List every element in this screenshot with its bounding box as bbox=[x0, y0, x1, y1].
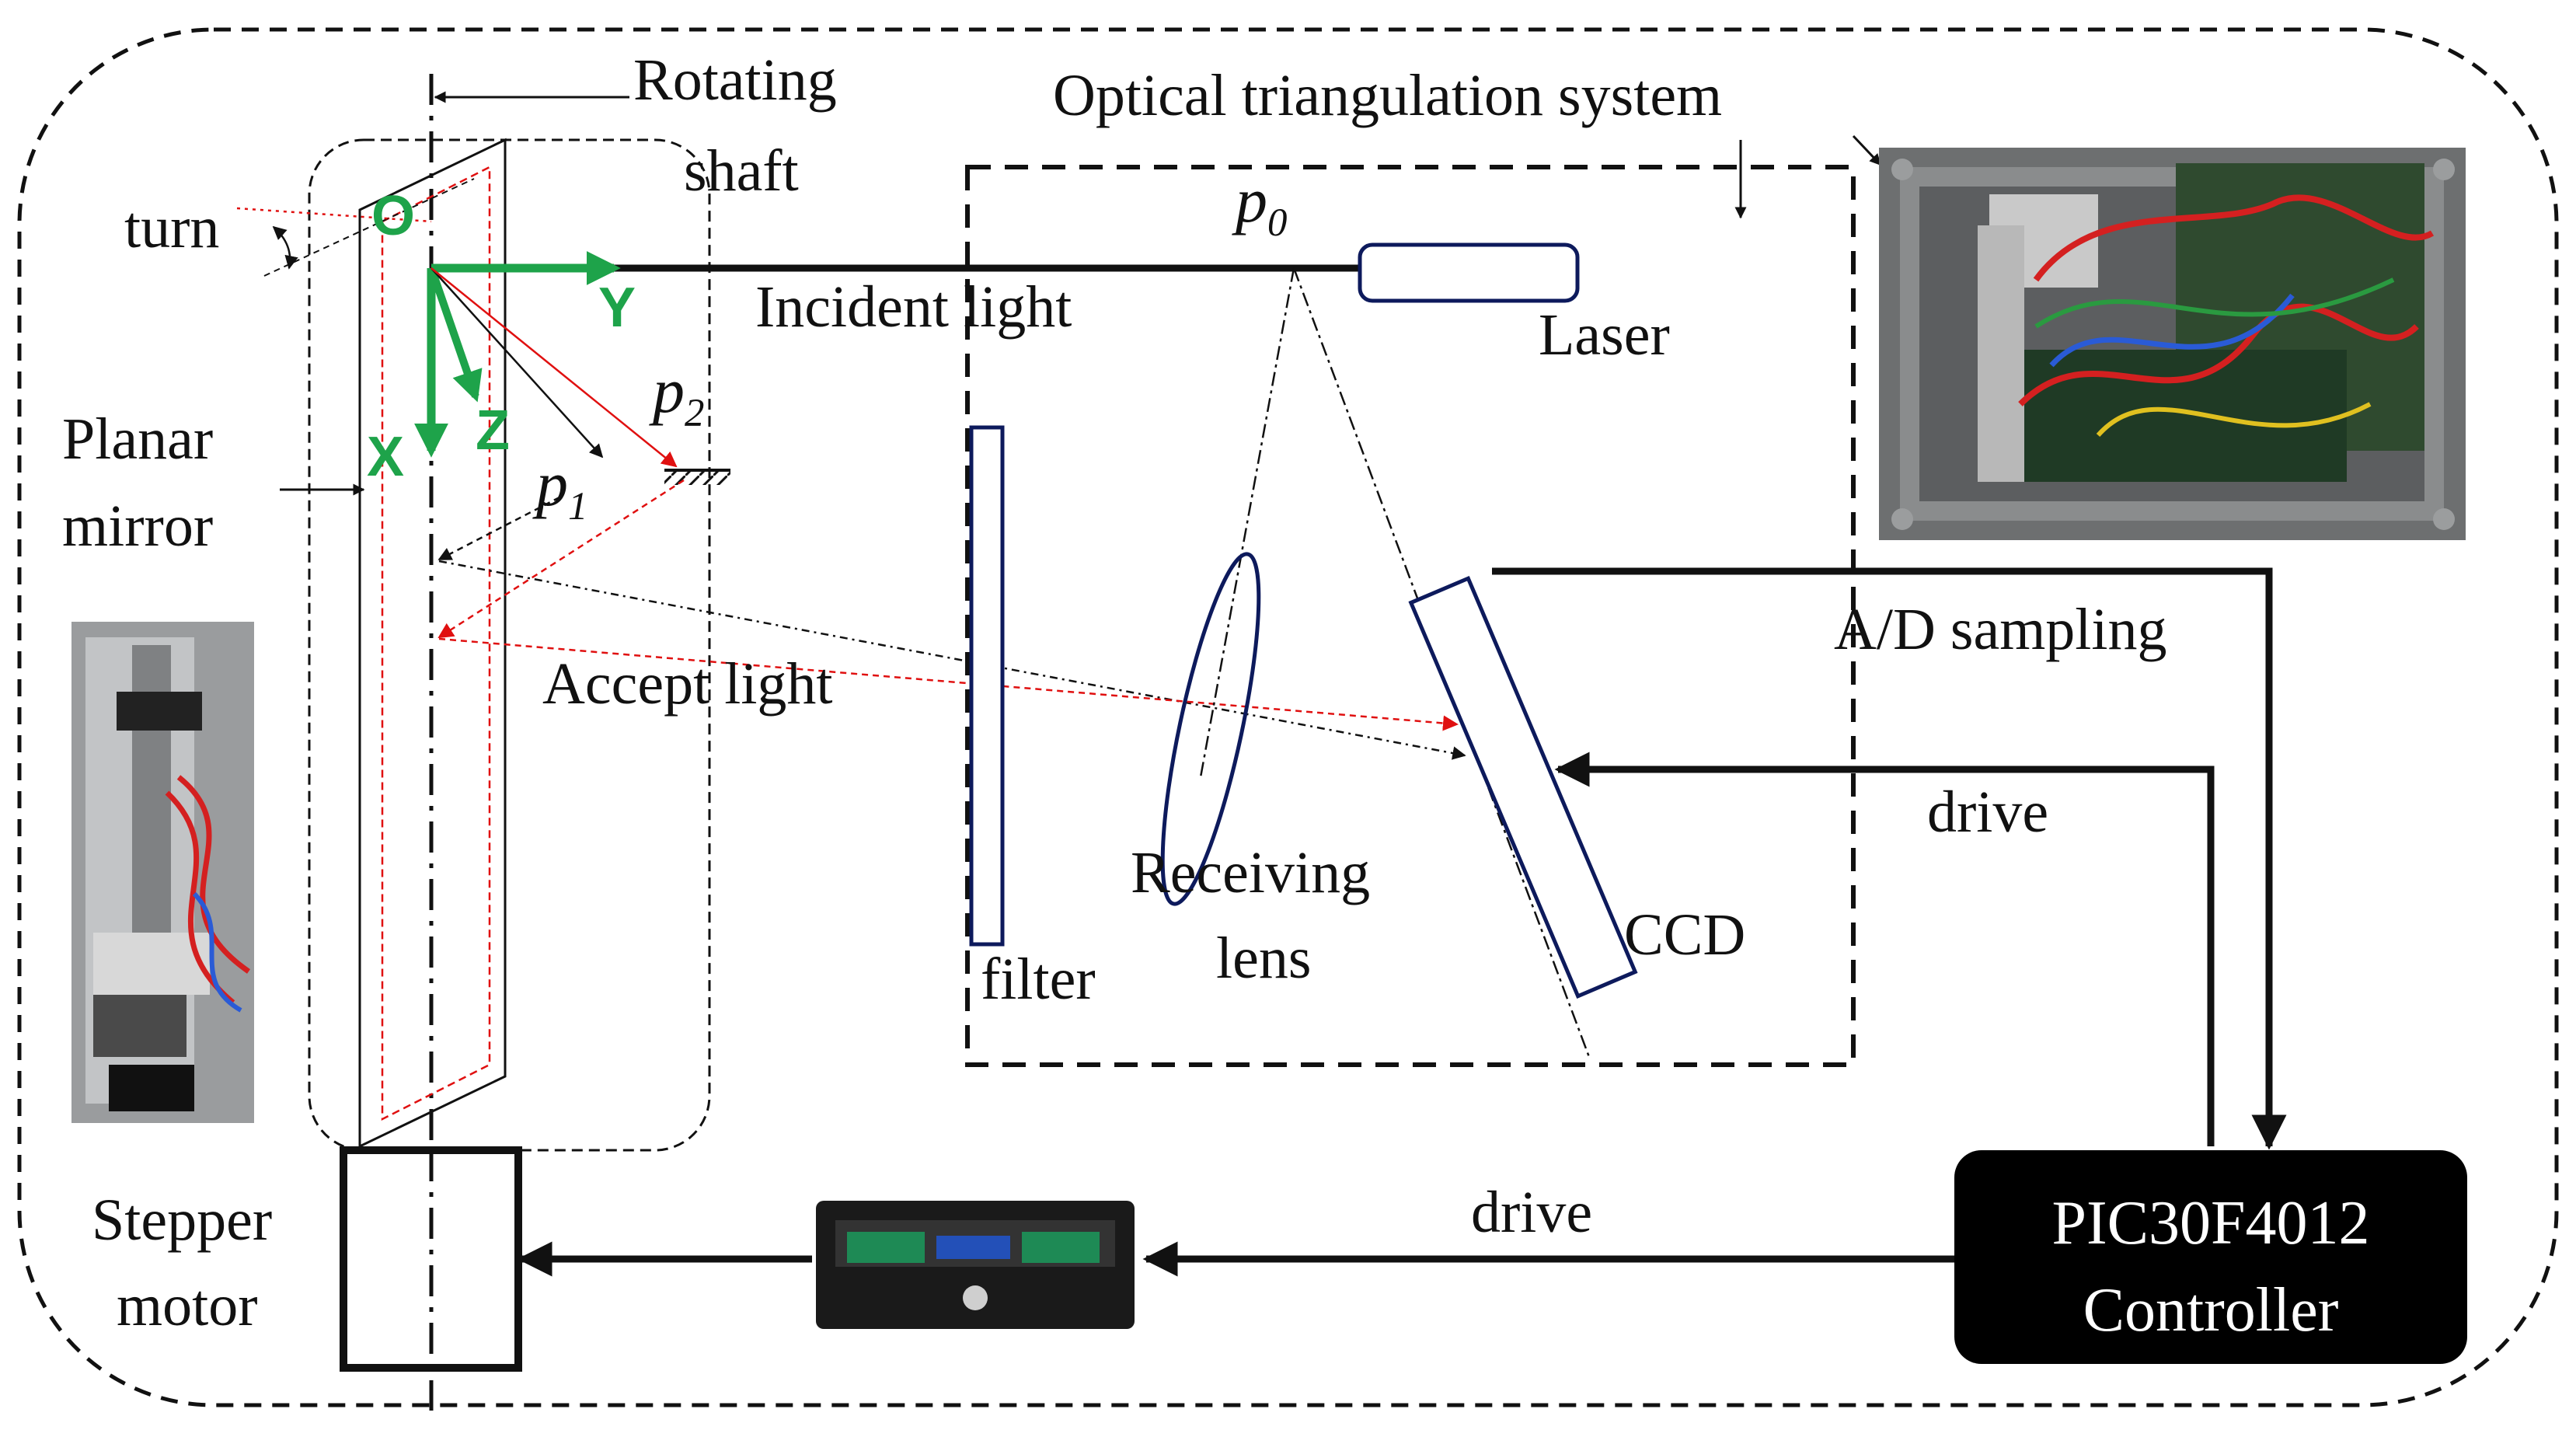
turn-line-red bbox=[236, 207, 432, 223]
return-ray-p1 bbox=[437, 496, 560, 561]
p0-label: p0 bbox=[1232, 165, 1287, 244]
planar-mirror-turned bbox=[381, 165, 491, 1121]
controller-label-1: PIC30F4012 bbox=[2052, 1189, 2370, 1257]
p2-label: p2 bbox=[649, 355, 704, 434]
lens-line-right bbox=[1292, 267, 1591, 1058]
enclosure-photo bbox=[1879, 148, 2466, 540]
laser-box bbox=[1358, 242, 1580, 303]
rotating-shaft-label: Rotating bbox=[633, 47, 837, 113]
x-axis-label: X bbox=[367, 426, 404, 488]
ccd-label: CCD bbox=[1624, 902, 1745, 968]
ccd-sensor bbox=[1408, 575, 1638, 999]
optical-system-box bbox=[965, 165, 1856, 1067]
filter-label: filter bbox=[981, 947, 1096, 1012]
receiving-lens-label-1: Receiving bbox=[1131, 840, 1370, 905]
ad-sampling-path bbox=[1492, 567, 2287, 1150]
stepper-driver-photo bbox=[816, 1201, 1135, 1329]
turn-arc bbox=[272, 225, 298, 270]
stepper-motor-label-1: Stepper bbox=[92, 1188, 272, 1253]
rotating-shaft-label-2: shaft bbox=[684, 138, 799, 204]
ccd-drive-path bbox=[1554, 752, 2215, 1146]
accept-light-label: Accept light bbox=[542, 651, 833, 717]
controller-label-2: Controller bbox=[2083, 1276, 2339, 1345]
optical-system-leader-photo bbox=[1852, 134, 1882, 166]
ad-sampling-label: A/D sampling bbox=[1834, 597, 2167, 662]
p1-label: p1 bbox=[532, 448, 587, 528]
z-axis-arrow bbox=[427, 267, 483, 403]
z-axis-label: Z bbox=[476, 399, 510, 462]
motor-drive-label: drive bbox=[1471, 1180, 1592, 1245]
origin-label: O bbox=[371, 185, 415, 247]
optical-system-label: Optical triangulation system bbox=[1053, 63, 1722, 128]
laser-label: Laser bbox=[1539, 302, 1670, 368]
target-hatch bbox=[664, 471, 730, 485]
ray-to-p1 bbox=[430, 267, 604, 459]
controller-box bbox=[1954, 1150, 2467, 1364]
receiving-lens-label-2: lens bbox=[1216, 926, 1311, 991]
planar-mirror bbox=[358, 138, 507, 1149]
rotating-mechanism-photo bbox=[71, 622, 254, 1123]
return-ray-p2 bbox=[437, 479, 685, 639]
planar-mirror-label-2: mirror bbox=[62, 494, 213, 559]
planar-mirror-label-1: Planar bbox=[62, 406, 213, 472]
turn-line-black bbox=[263, 178, 475, 277]
accept-ray-red bbox=[438, 637, 1459, 731]
receiving-lens bbox=[1160, 552, 1261, 906]
lens-line-left bbox=[1199, 267, 1295, 778]
turn-label: turn bbox=[124, 195, 219, 260]
outer-frame bbox=[17, 27, 2559, 1407]
filter-plate bbox=[969, 425, 1005, 947]
stepper-motor-label-2: motor bbox=[117, 1273, 258, 1338]
ccd-drive-label: drive bbox=[1927, 780, 2048, 845]
ray-to-p2 bbox=[430, 267, 678, 468]
y-axis-label: Y bbox=[598, 277, 636, 339]
incident-light-label: Incident light bbox=[755, 274, 1072, 340]
